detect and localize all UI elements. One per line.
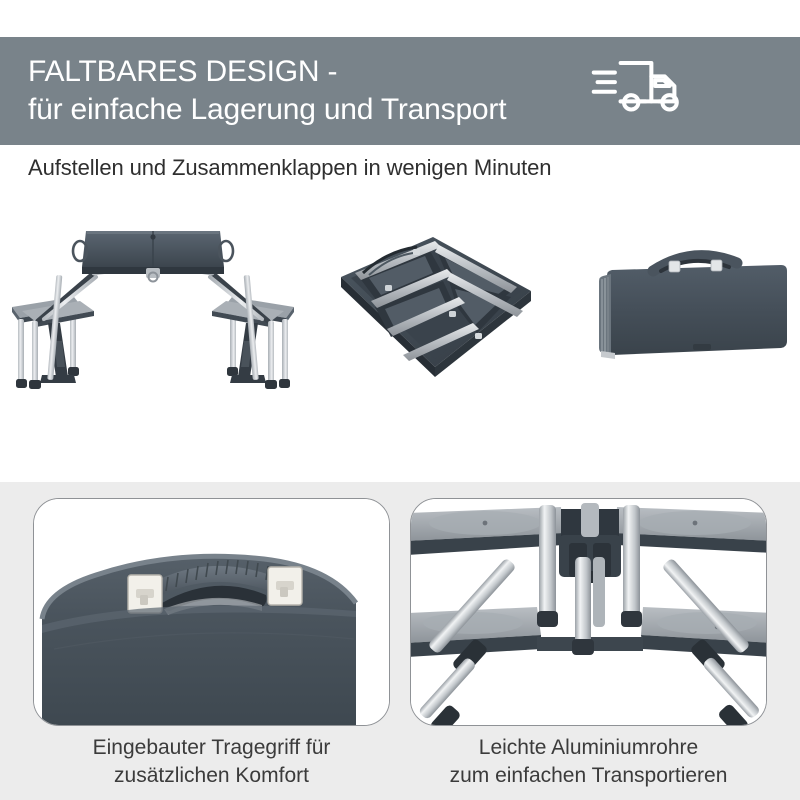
feature-caption-built-in-handle: Eingebauter Tragegriff für zusätzlichen … bbox=[92, 736, 331, 787]
picnic-table-folded-open bbox=[325, 225, 540, 395]
subtitle: Aufstellen und Zusammenklappen in wenige… bbox=[28, 155, 552, 180]
feature-caption-aluminium-tubes: Leichte Aluminiumrohre zum einfachen Tra… bbox=[449, 736, 728, 787]
feature-image-frame-right bbox=[410, 498, 767, 726]
feature-image-frame-left bbox=[33, 498, 390, 726]
feature-aluminium-tubes bbox=[410, 498, 767, 726]
delivery-truck-icon bbox=[588, 50, 684, 122]
header-band: FALTBARES DESIGN - für einfache Lagerung… bbox=[0, 37, 800, 145]
feature-built-in-handle bbox=[33, 498, 390, 726]
product-step-row bbox=[0, 205, 800, 589]
picnic-table-closed-case bbox=[585, 243, 795, 373]
picnic-table-unfolded bbox=[8, 215, 298, 415]
feature-section: Eingebauter Tragegriff für zusätzlichen … bbox=[0, 482, 800, 800]
page-title: FALTBARES DESIGN - für einfache Lagerung… bbox=[28, 54, 507, 126]
